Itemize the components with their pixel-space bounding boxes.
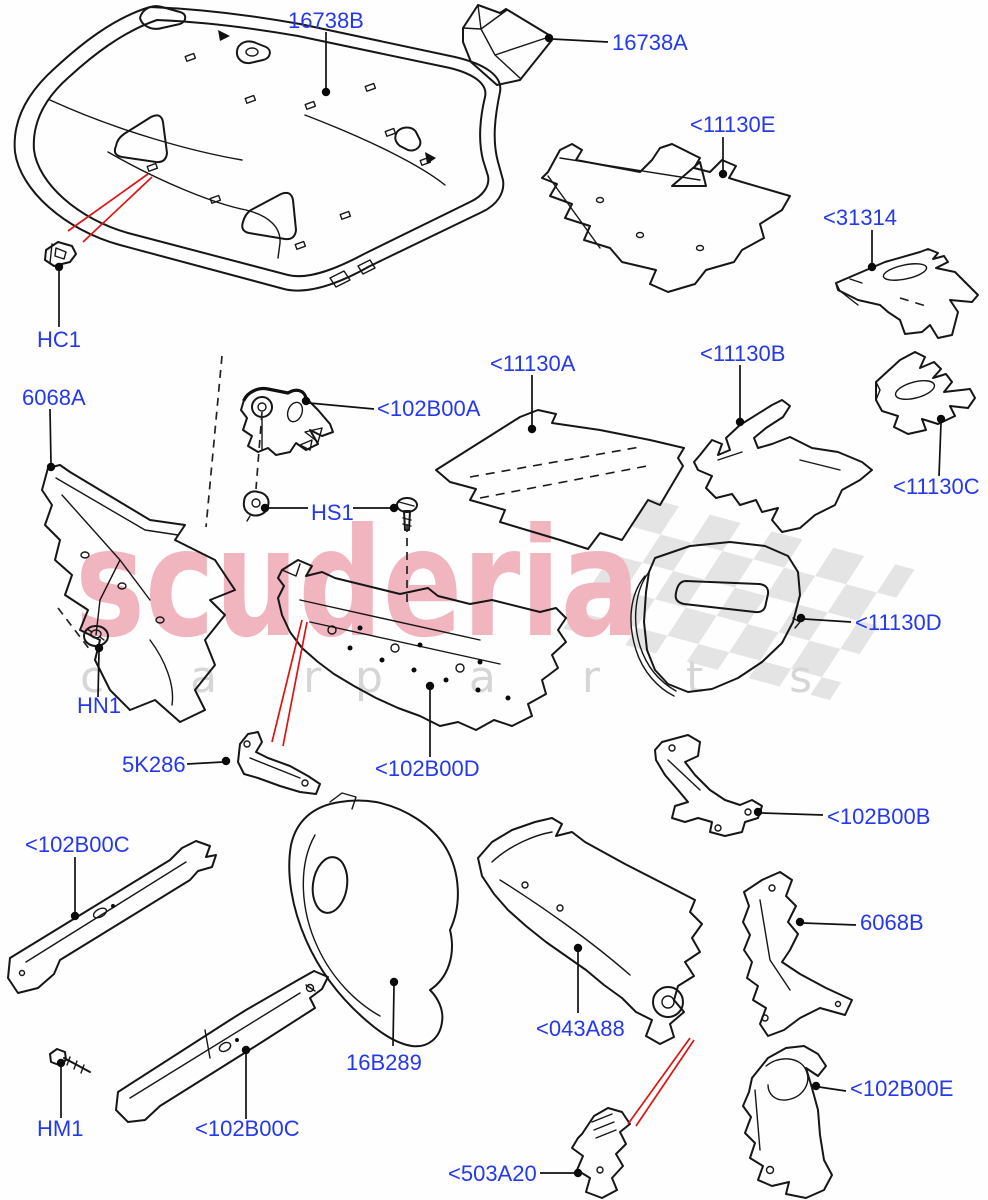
callout-16738A[interactable]: 16738A [612, 30, 688, 55]
callout-HN1[interactable]: HN1 [77, 693, 121, 718]
part-16738B-hood-insulation [13, 5, 505, 292]
part-102B00E-bracket [742, 1045, 833, 1199]
callout-043A88[interactable]: <043A88 [536, 1016, 625, 1041]
callout-503A20[interactable]: <503A20 [448, 1161, 537, 1186]
callout-102B00C-lower[interactable]: <102B00C [195, 1116, 300, 1141]
part-5K286-bracket [237, 731, 321, 795]
part-HM1-bolt [49, 1048, 91, 1074]
part-16738A-corner-pad [462, 4, 553, 86]
callout-11130D[interactable]: <11130D [855, 610, 942, 635]
callout-16B289[interactable]: 16B289 [346, 1050, 422, 1075]
part-102B00C-upper-strip [7, 840, 217, 994]
part-6068B-insulator [742, 871, 853, 1037]
callout-HM1[interactable]: HM1 [37, 1116, 83, 1141]
dashed-reference-lines [57, 355, 408, 651]
callout-102B00D[interactable]: <102B00D [375, 756, 480, 781]
callout-11130A[interactable]: <11130A [490, 351, 576, 376]
callout-16738B[interactable]: 16738B [288, 8, 364, 33]
part-6068A-insulator [41, 464, 236, 723]
part-31314-insulator [835, 248, 979, 339]
hood-arrow-icon [425, 152, 436, 164]
part-callouts: 16738B 16738A <11130E <31314 HC1 6068A <… [22, 8, 980, 1186]
part-043A88-insulator [477, 817, 703, 1045]
tagline-watermark-left: c a r [80, 652, 357, 703]
part-11130D-insulator [630, 541, 801, 697]
callout-6068B[interactable]: 6068B [860, 910, 924, 935]
part-drawings [7, 4, 979, 1199]
hood-arrow-icon [218, 30, 230, 41]
part-11130E-insulator [541, 143, 791, 293]
callout-5K286[interactable]: 5K286 [122, 752, 186, 777]
red-pointer-lines [67, 173, 695, 1127]
part-11130A-insulator [435, 409, 685, 550]
callout-11130C[interactable]: <11130C [893, 474, 980, 499]
callout-31314[interactable]: <31314 [823, 205, 897, 230]
part-102B00D-insulator [277, 559, 567, 731]
part-11130C-insulator [875, 351, 976, 435]
callout-102B00C-upper[interactable]: <102B00C [25, 832, 130, 857]
part-102B00C-lower-strip [115, 970, 329, 1123]
callout-102B00A[interactable]: <102B00A [377, 396, 481, 421]
checkered-flag-watermark [563, 498, 915, 700]
callout-11130B[interactable]: <11130B [700, 341, 785, 366]
callout-HC1[interactable]: HC1 [37, 327, 81, 352]
tagline-watermark-right: p a r t s [355, 652, 848, 703]
callout-11130E[interactable]: <11130E [690, 112, 775, 137]
callout-102B00E[interactable]: <102B00E [850, 1076, 953, 1101]
part-HC1-clip [44, 241, 77, 267]
callout-102B00B[interactable]: <102B00B [827, 804, 930, 829]
callout-6068A[interactable]: 6068A [22, 385, 86, 410]
callout-HS1[interactable]: HS1 [311, 500, 354, 525]
part-102B00B-bracket [654, 734, 763, 837]
part-16B289-wheelhouse-liner [288, 792, 459, 1048]
leader-lines [46, 32, 946, 1178]
part-102B00A-bracket [240, 386, 334, 456]
part-503A20-bracket [571, 1107, 631, 1199]
part-11130B-insulator [693, 399, 873, 533]
